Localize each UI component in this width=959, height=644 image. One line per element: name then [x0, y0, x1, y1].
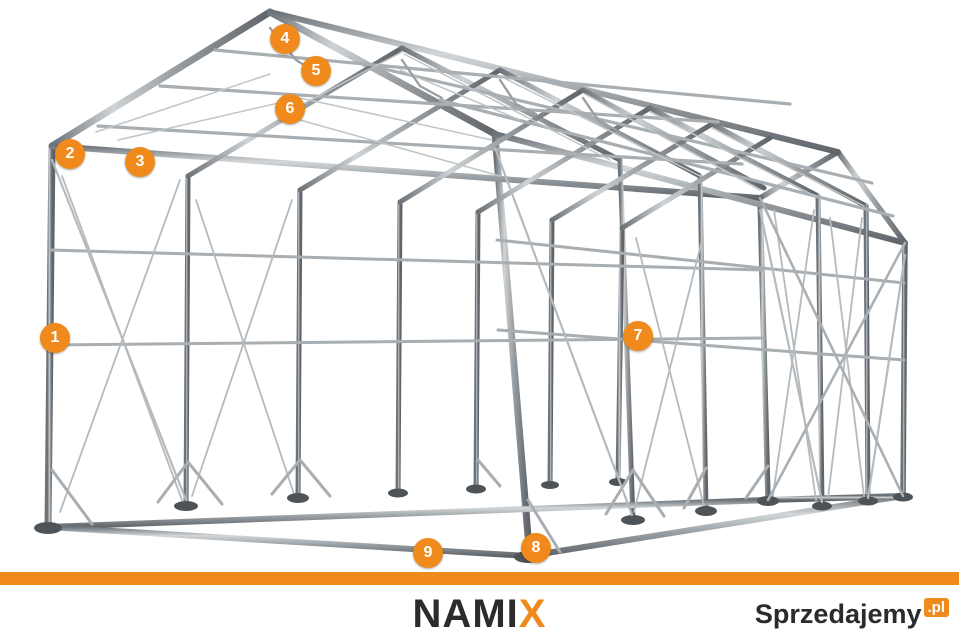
sprzedajemy-logo-text: Sprzedajemy: [754, 599, 922, 629]
callout-9: 9: [413, 538, 443, 568]
callout-4: 4: [270, 24, 300, 54]
callout-2-number: 2: [65, 145, 75, 162]
callout-5: 5: [301, 56, 331, 86]
back-gable: [757, 149, 908, 503]
footer-content: [0, 585, 959, 644]
callout-2: 2: [55, 139, 85, 169]
callout-7: 7: [623, 321, 653, 351]
callout-1-number: 1: [50, 329, 60, 346]
roof-cable-braces: [95, 51, 865, 207]
callout-1: 1: [40, 323, 70, 353]
callout-8-number: 8: [531, 539, 541, 556]
foot-angle-braces: [50, 458, 770, 554]
tent-frame-illustration: [34, 8, 913, 563]
front-gable: [44, 8, 532, 540]
wall-cross-braces: [59, 175, 865, 513]
callout-3-number: 3: [135, 153, 145, 170]
callout-4-number: 4: [280, 30, 290, 47]
callout-3: 3: [125, 147, 155, 177]
intermediate-arches: [183, 45, 871, 522]
callout-5-number: 5: [311, 62, 321, 79]
frame-geometry: [34, 8, 913, 563]
gable-diagonals: [50, 146, 907, 517]
callout-9-number: 9: [423, 544, 433, 561]
namix-logo-text: NAMI: [412, 592, 519, 636]
base-rails: [45, 493, 906, 559]
callout-6: 6: [275, 94, 305, 124]
orange-divider-bar: [0, 572, 959, 585]
callout-6-number: 6: [285, 100, 295, 117]
tent-frame-diagram: 1 2 3 4 5 6 7 8 9: [34, 8, 913, 568]
callout-8: 8: [521, 533, 551, 563]
back-wall-framing: [758, 196, 907, 502]
callout-7-number: 7: [633, 327, 643, 344]
sprzedajemy-logo-tld: .pl: [923, 598, 949, 617]
sprzedajemy-logo: Sprzedajemy.pl: [755, 585, 949, 644]
namix-logo-accent: X: [518, 592, 547, 636]
